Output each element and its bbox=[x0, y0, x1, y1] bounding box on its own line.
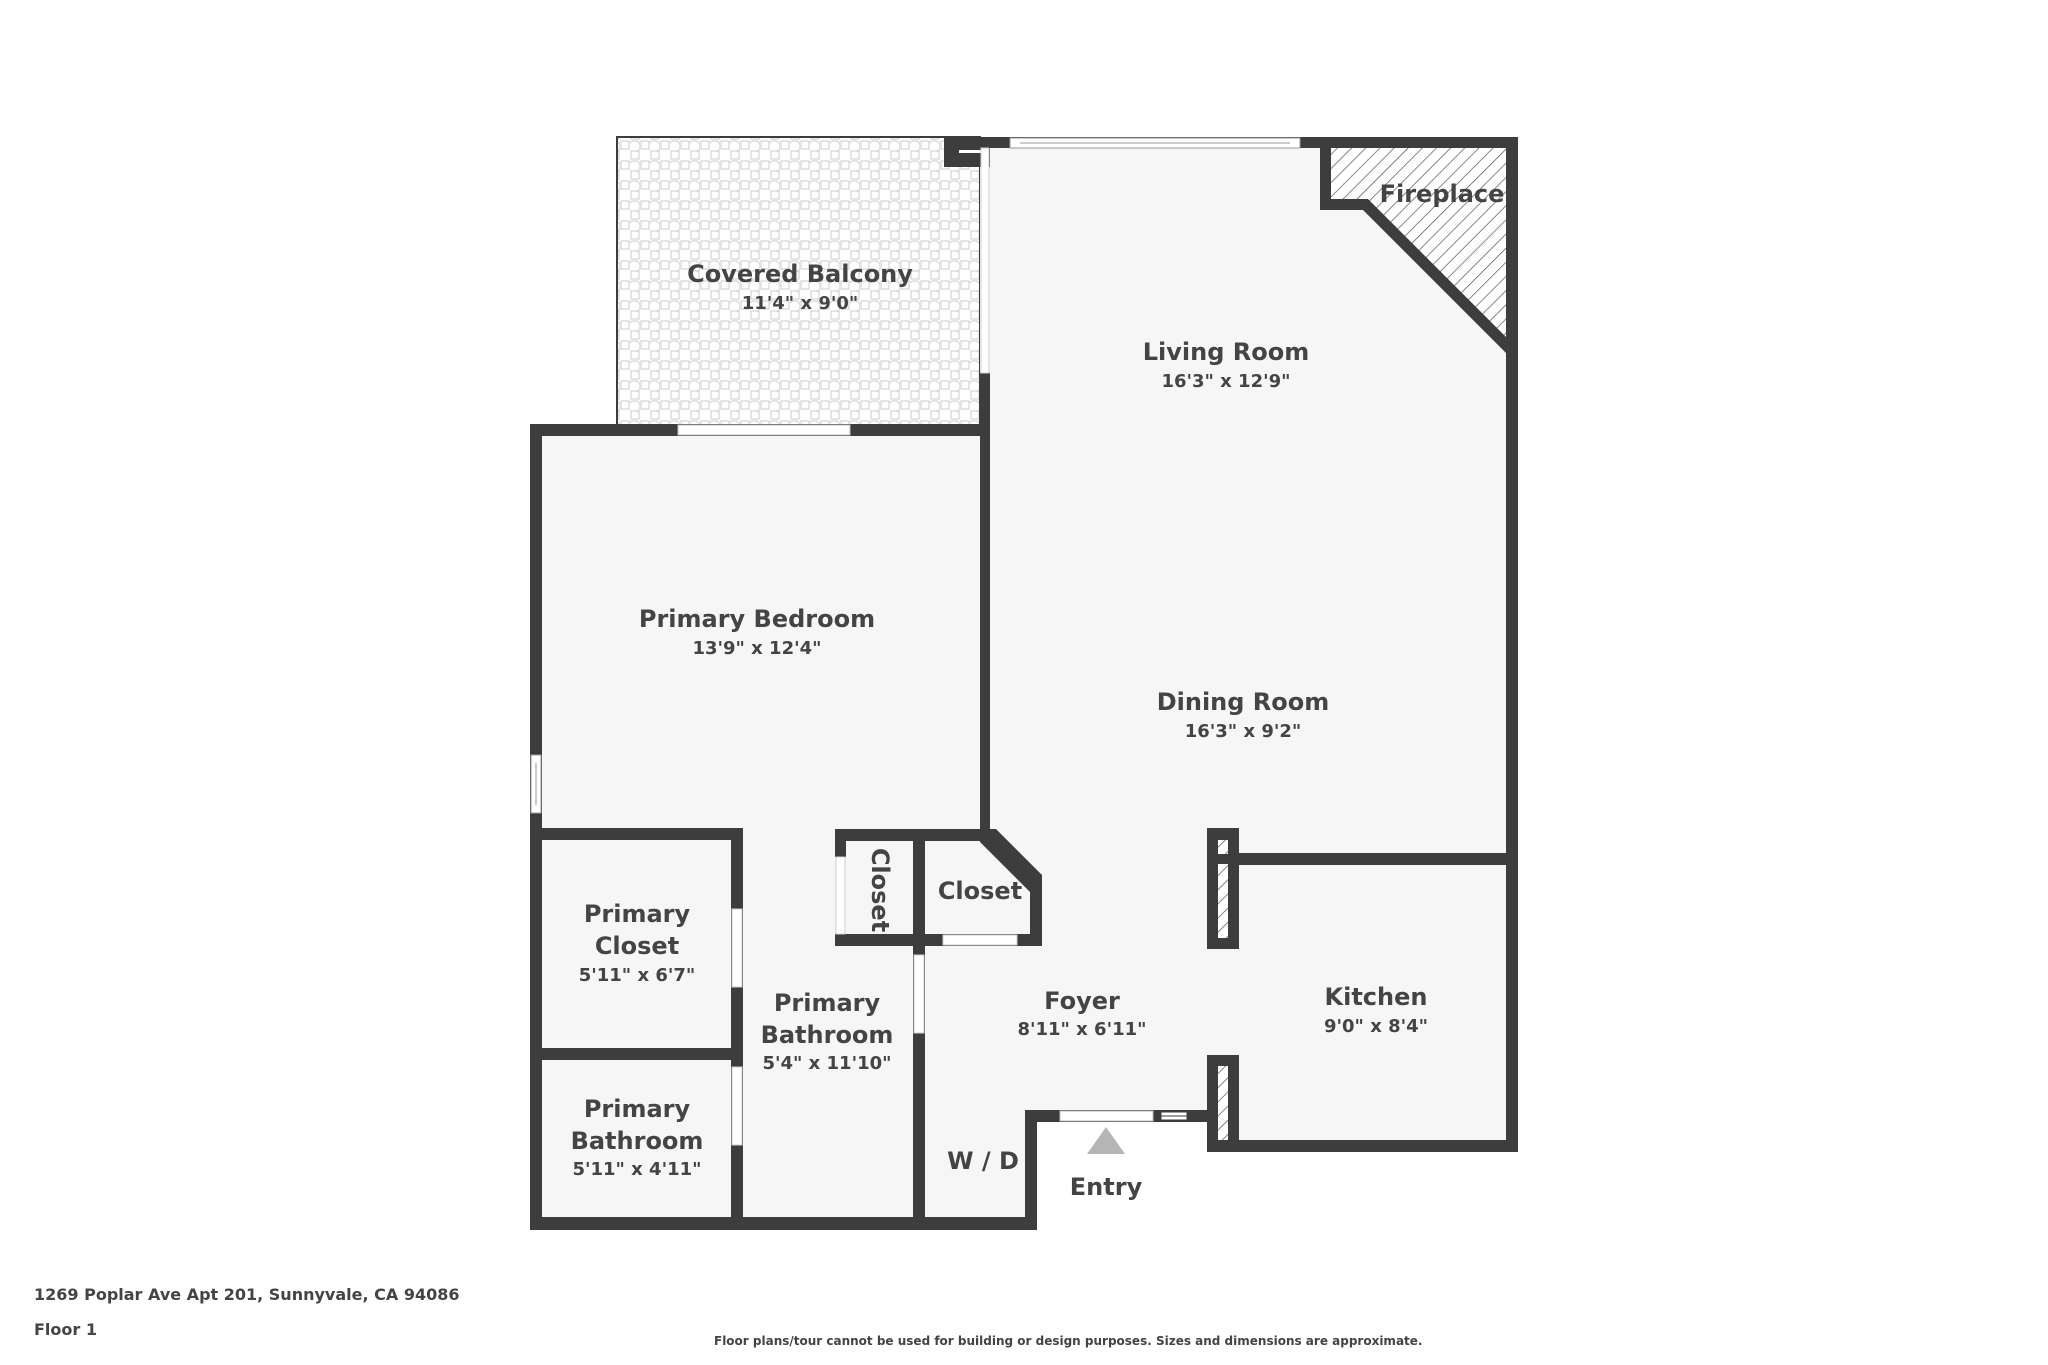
primary-bath-dims: 5'4" x 11'10" bbox=[762, 1053, 891, 1074]
primary-closet-dims: 5'11" x 6'7" bbox=[579, 965, 696, 986]
floor-label: Floor 1 bbox=[34, 1320, 97, 1339]
fireplace bbox=[1320, 148, 1506, 353]
dining-room-name: Dining Room bbox=[1157, 688, 1330, 716]
dining-room-dims: 16'3" x 9'2" bbox=[1185, 721, 1302, 742]
foyer-name: Foyer bbox=[1044, 987, 1120, 1015]
property-address: 1269 Poplar Ave Apt 201, Sunnyvale, CA 9… bbox=[34, 1285, 460, 1304]
foyer-dims: 8'11" x 6'11" bbox=[1017, 1019, 1146, 1040]
kitchen-dims: 9'0" x 8'4" bbox=[1324, 1016, 1428, 1037]
bedroom-balcony-door bbox=[677, 424, 851, 436]
entry-label: Entry bbox=[1070, 1173, 1143, 1201]
living-room-dims: 16'3" x 12'9" bbox=[1161, 371, 1290, 392]
balcony-dims: 11'4" x 9'0" bbox=[742, 293, 859, 314]
disclaimer: Floor plans/tour cannot be used for buil… bbox=[714, 1334, 1423, 1348]
primary-closet-name-2: Closet bbox=[595, 932, 679, 960]
kitchen-counters bbox=[1218, 840, 1228, 1140]
fireplace-label: Fireplace bbox=[1380, 180, 1505, 208]
primary-bath-small-name-1: Primary bbox=[584, 1095, 691, 1123]
covered-balcony bbox=[616, 136, 981, 428]
closet-b-name: Closet bbox=[938, 877, 1022, 905]
primary-bath-name-1: Primary bbox=[774, 989, 881, 1017]
bedroom-name: Primary Bedroom bbox=[639, 605, 875, 633]
primary-bath-small-name-2: Bathroom bbox=[571, 1127, 704, 1155]
balcony-sliding-door bbox=[980, 147, 990, 374]
wd-label: W / D bbox=[947, 1147, 1019, 1175]
bedroom-dims: 13'9" x 12'4" bbox=[692, 638, 821, 659]
kitchen-name: Kitchen bbox=[1325, 983, 1428, 1011]
entry-door bbox=[1059, 1110, 1154, 1122]
room-floors bbox=[542, 148, 1506, 1217]
balcony-name: Covered Balcony bbox=[687, 260, 913, 288]
closet-a-name: Closet bbox=[866, 848, 894, 932]
windows bbox=[530, 137, 1301, 1146]
room-labels: Covered Balcony 11'4" x 9'0" Fireplace L… bbox=[571, 180, 1505, 1201]
primary-bath-name-2: Bathroom bbox=[761, 1021, 894, 1049]
primary-closet-name-1: Primary bbox=[584, 900, 691, 928]
primary-bath-small-dims: 5'11" x 4'11" bbox=[572, 1159, 701, 1180]
entry-arrow-icon bbox=[1087, 1127, 1125, 1154]
living-room-name: Living Room bbox=[1143, 338, 1309, 366]
